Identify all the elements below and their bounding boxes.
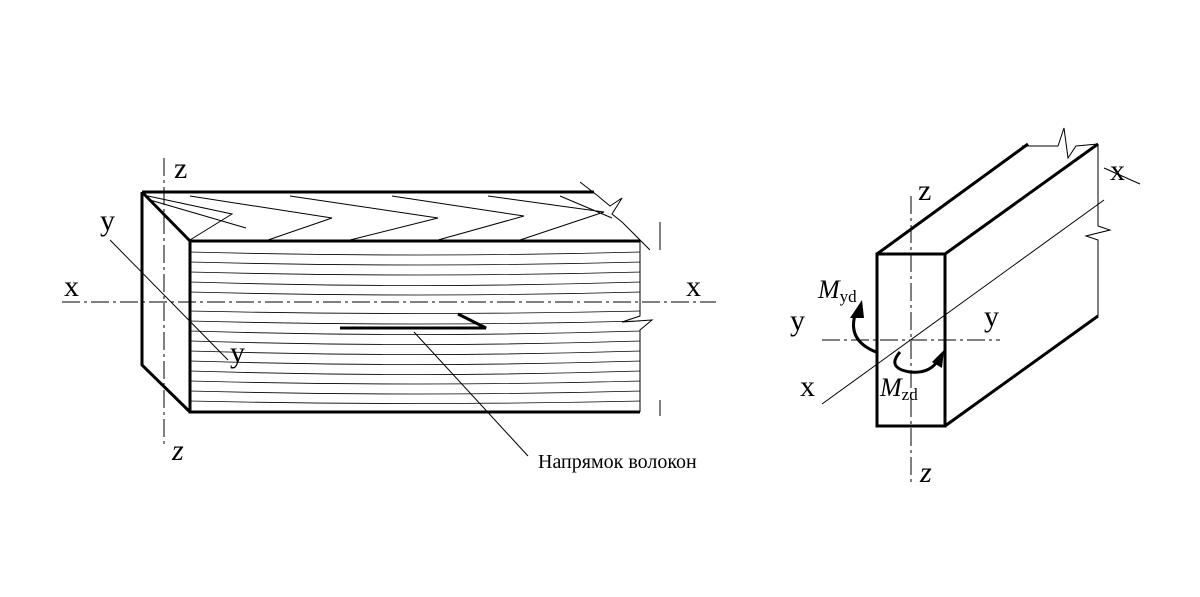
beam-end-face <box>140 190 192 414</box>
section-z-bottom-label: z <box>919 456 932 489</box>
section-figure: z z y y x x Myd Mzd <box>790 127 1141 489</box>
section-x-right-label: x <box>1110 154 1125 187</box>
beam-figure: z z y y x x Напрямок волокон <box>62 152 716 473</box>
grain-lines <box>189 251 641 404</box>
beam-y-axis <box>109 239 229 361</box>
section-y-left-label: y <box>790 304 805 337</box>
beam-y-top-label: y <box>100 204 115 237</box>
beam-x-left-label: x <box>64 270 79 303</box>
beam-x-right-label: x <box>686 270 701 303</box>
beam-break-top <box>579 181 651 251</box>
moment-z-label: Mzd <box>879 373 918 404</box>
section-x-left-label: x <box>800 370 815 403</box>
moment-z-arrowhead <box>932 350 944 368</box>
beam-break-right <box>621 241 654 412</box>
beam-z-bottom-label: z <box>171 434 184 467</box>
section-bottom-edge <box>944 314 1099 428</box>
grain-caption: Напрямок волокон <box>538 451 697 473</box>
section-break-right <box>1084 144 1112 316</box>
beam-z-top-label: z <box>174 152 187 185</box>
section-top-edges <box>876 142 1099 256</box>
beam-y-bottom-label: y <box>230 336 245 369</box>
moment-z-arrow <box>893 351 940 374</box>
moment-y-label: Myd <box>817 275 857 306</box>
beam-front-face <box>188 239 640 414</box>
grain-leader-line <box>413 331 529 457</box>
section-break-top <box>1022 127 1099 160</box>
moment-y-arrowhead <box>850 300 864 318</box>
section-y-right-label: y <box>984 300 999 333</box>
section-x-axis-ext <box>1103 167 1141 185</box>
section-x-axis <box>821 199 1105 405</box>
top-face-grain <box>147 195 613 241</box>
section-z-top-label: z <box>918 174 931 207</box>
grain-direction-arrow <box>340 312 487 330</box>
